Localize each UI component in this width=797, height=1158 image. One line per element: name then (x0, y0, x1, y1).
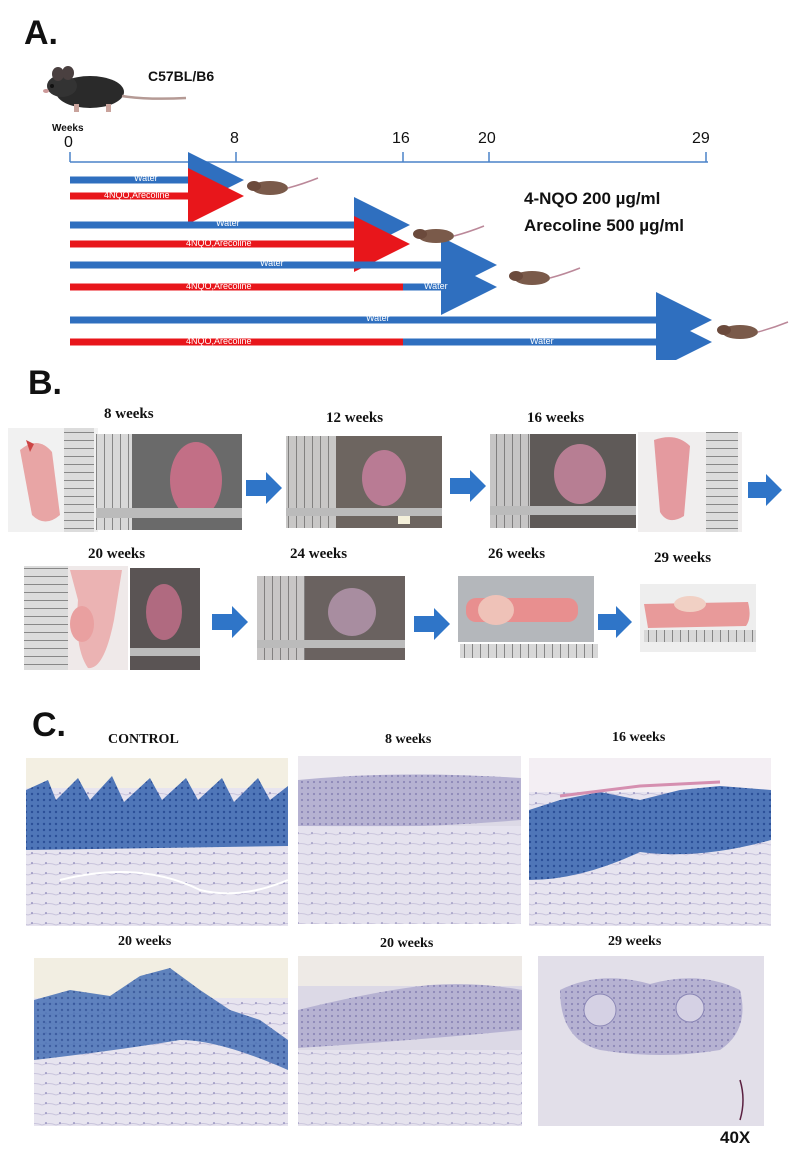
photo-8-weeks-excised (8, 428, 98, 532)
label-b-20-weeks: 20 weeks (88, 546, 146, 562)
histology-29-weeks (538, 956, 764, 1126)
histology-control (26, 758, 289, 926)
label-b-29-weeks: 29 weeks (654, 550, 712, 566)
timeline-diagram (69, 152, 789, 360)
mouse-small-icon (509, 267, 581, 285)
photo-16-weeks-oral (490, 434, 636, 528)
photo-29-weeks (640, 584, 756, 652)
sequence-arrow-icon (414, 608, 450, 640)
label-c-29-weeks: 29 weeks (608, 934, 662, 949)
photo-26-weeks (458, 576, 598, 658)
treatment-label-g3: 4NQO,Arecoline (186, 281, 252, 291)
mouse-icon (43, 66, 187, 112)
sequence-arrow-icon (212, 606, 248, 638)
magnification-label: 40X (720, 1128, 751, 1147)
water-label-g4b: Water (530, 336, 554, 346)
label-b-8-weeks: 8 weeks (104, 406, 154, 422)
treatment-label-g2: 4NQO,Arecoline (186, 238, 252, 248)
treatment-label-g1: 4NQO,Arecoline (104, 190, 170, 200)
histology-20-weeks-a (34, 958, 288, 1126)
label-c-control: CONTROL (108, 732, 179, 747)
strain-label: C57BL/B6 (148, 68, 215, 84)
tick-label-0: 0 (64, 134, 73, 151)
mouse-small-icon (717, 321, 789, 339)
dose-line-1: 4-NQO 200 µg/ml (524, 189, 661, 208)
water-label-g4: Water (366, 313, 390, 323)
panel-a-letter: A. (24, 14, 58, 52)
tick-label-8: 8 (230, 130, 239, 147)
label-b-26-weeks: 26 weeks (488, 546, 546, 562)
sequence-arrow-icon (246, 472, 282, 504)
tick-label-16: 16 (392, 130, 410, 147)
histology-20-weeks-b (298, 956, 522, 1126)
water-label-g2: Water (216, 218, 240, 228)
label-c-20-weeks-b: 20 weeks (380, 936, 434, 951)
histology-8-weeks (298, 756, 521, 924)
photo-8-weeks-oral (96, 434, 242, 530)
label-b-16-weeks: 16 weeks (527, 410, 585, 426)
label-c-20-weeks-a: 20 weeks (118, 934, 172, 949)
label-b-24-weeks: 24 weeks (290, 546, 348, 562)
water-label-g1: Water (134, 173, 158, 183)
mouse-small-icon (413, 225, 485, 243)
panel-c-letter: C. (32, 706, 66, 744)
water-label-g3: Water (260, 258, 284, 268)
water-label-g3b: Water (424, 281, 448, 291)
label-b-12-weeks: 12 weeks (326, 410, 384, 426)
label-c-16-weeks: 16 weeks (612, 730, 666, 745)
photo-12-weeks (286, 436, 442, 528)
photo-20-weeks-oral (130, 568, 200, 670)
tick-label-29: 29 (692, 130, 710, 147)
sequence-arrow-icon (450, 470, 486, 502)
dose-line-2: Arecoline 500 µg/ml (524, 216, 685, 235)
sequence-arrow-icon (748, 474, 782, 506)
treatment-label-g4: 4NQO,Arecoline (186, 336, 252, 346)
panel-b-letter: B. (28, 364, 62, 402)
photo-20-weeks-excised (24, 566, 128, 670)
label-c-8-weeks: 8 weeks (385, 732, 432, 747)
histology-16-weeks (529, 758, 771, 926)
tick-label-20: 20 (478, 130, 496, 147)
weeks-axis-label: Weeks (52, 123, 84, 134)
sequence-arrow-icon (598, 606, 632, 638)
photo-16-weeks-excised (638, 432, 742, 532)
mouse-small-icon (247, 177, 319, 195)
panel-b-photos (8, 428, 782, 670)
photo-24-weeks (257, 576, 405, 660)
